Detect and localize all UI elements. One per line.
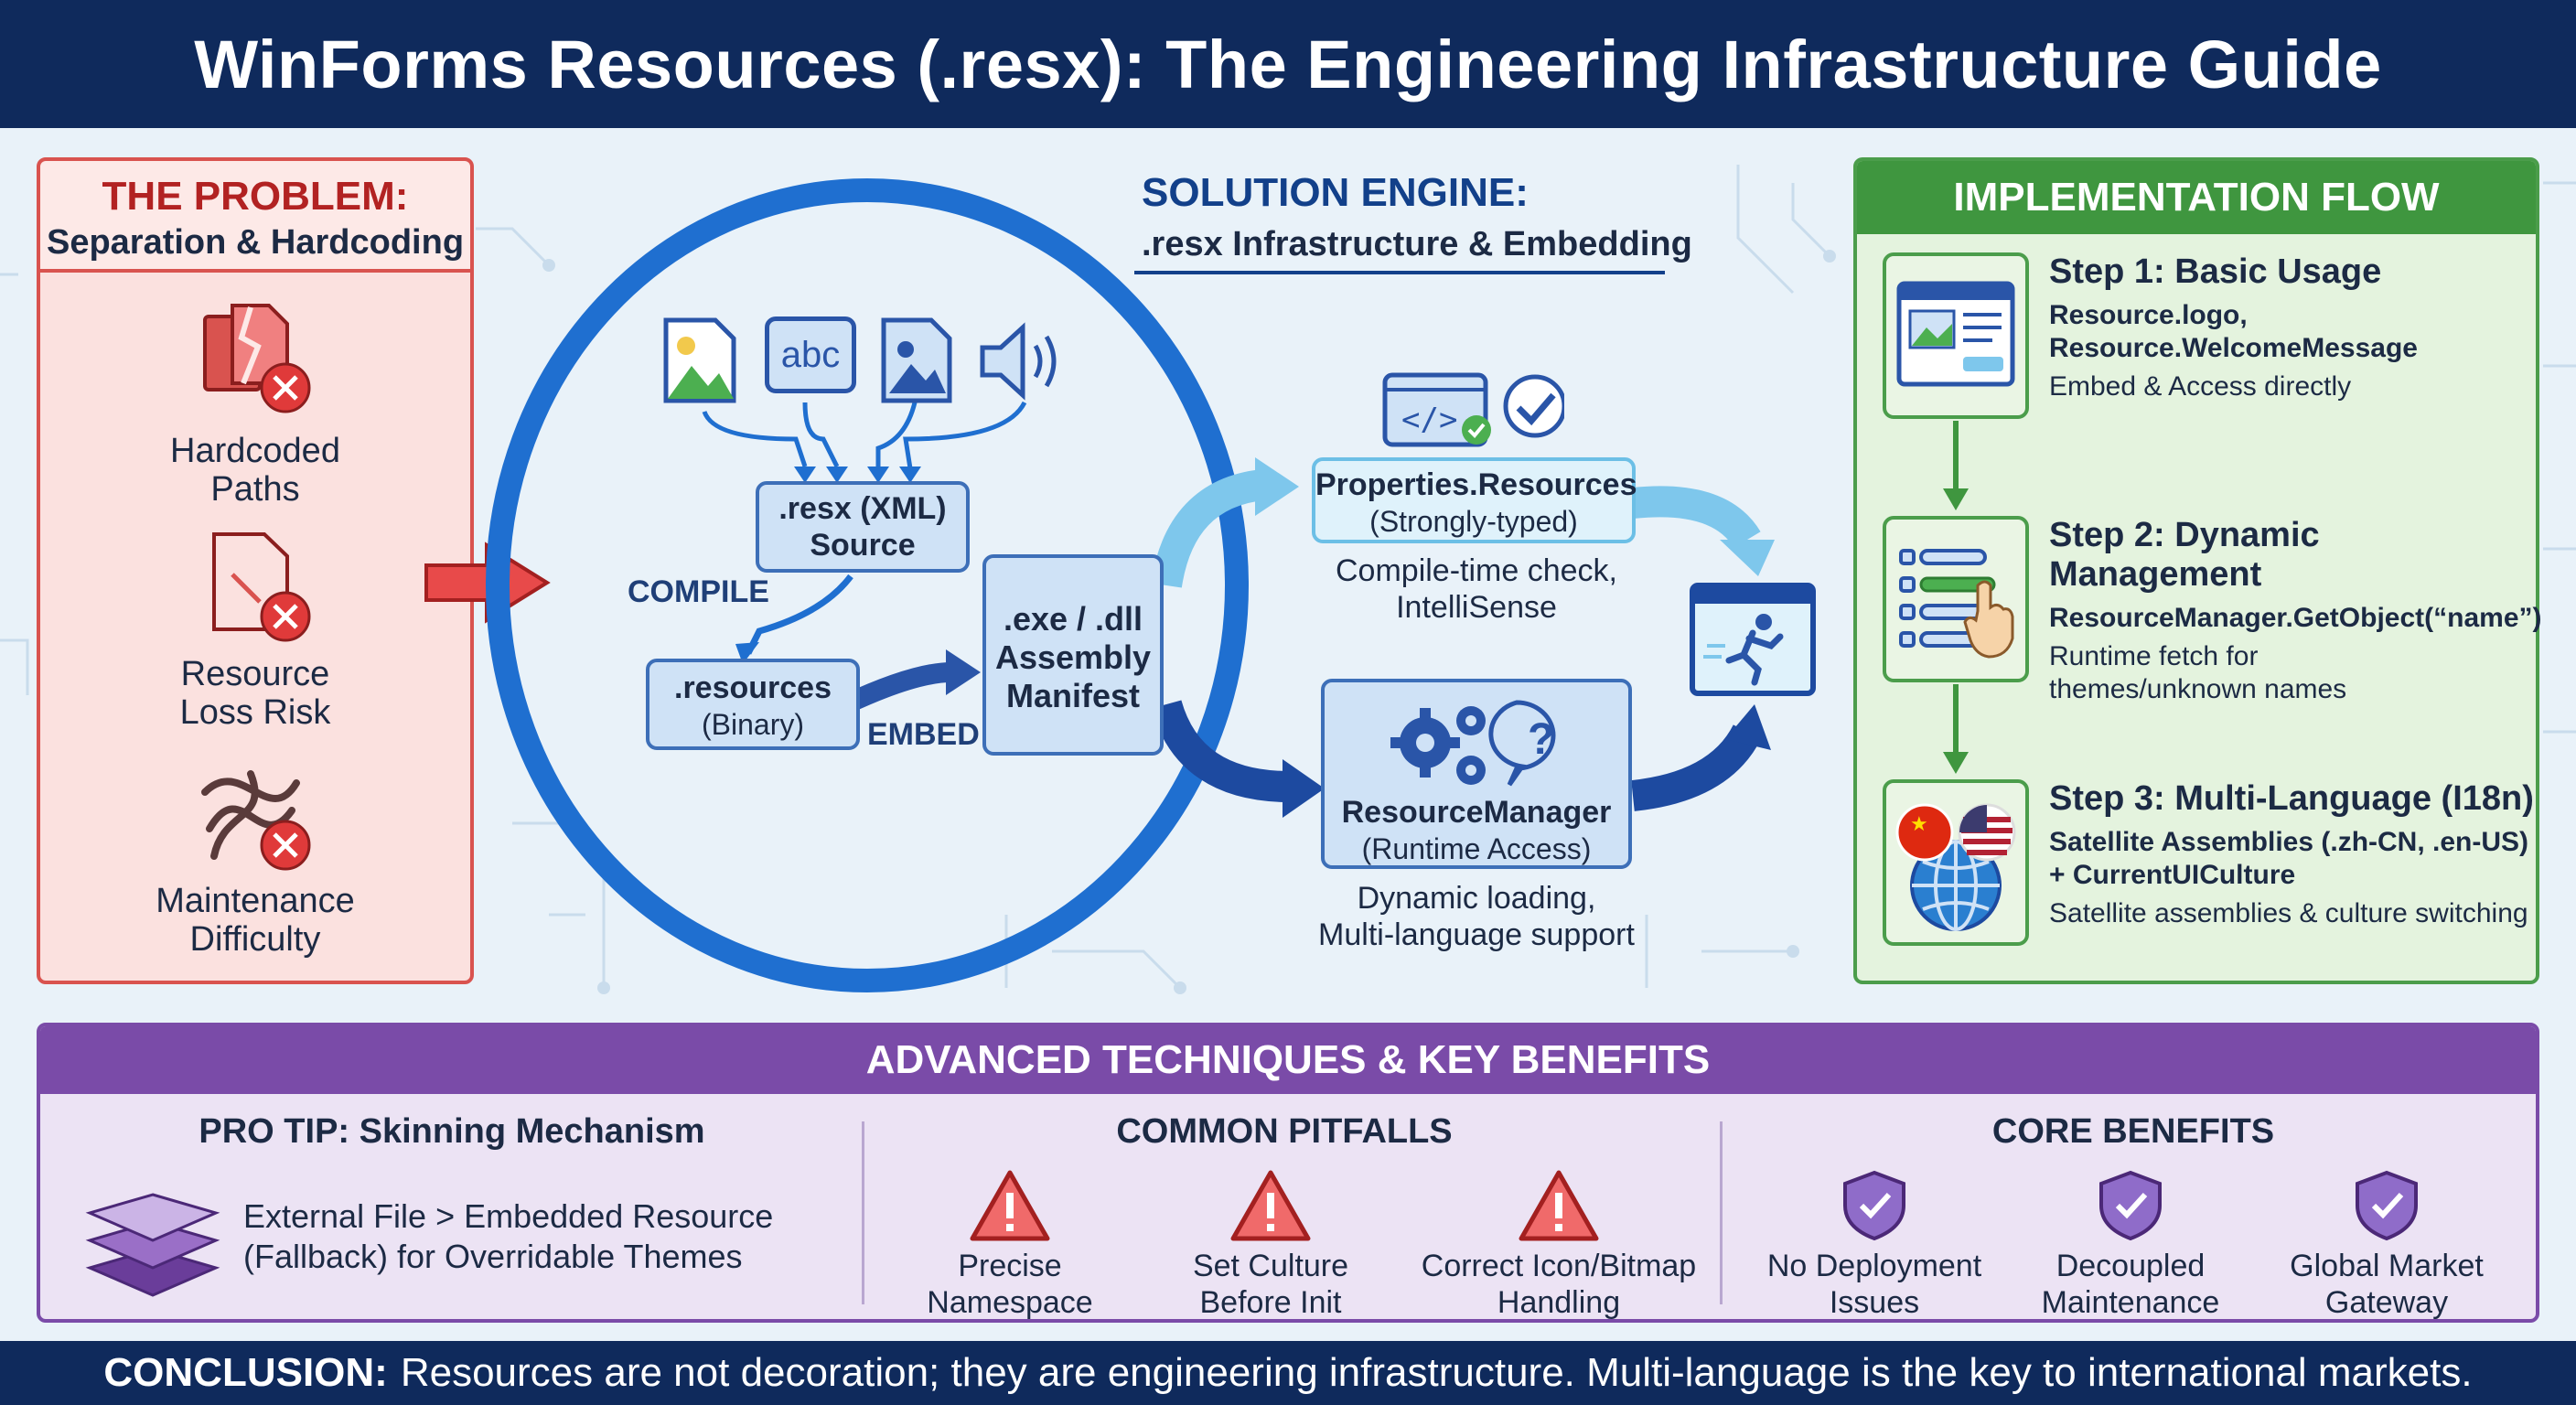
pro-tip-title: PRO TIP: Skinning Mechanism xyxy=(199,1112,705,1151)
svg-text:★: ★ xyxy=(1910,813,1928,836)
embed-label: EMBED xyxy=(867,717,980,752)
image-icon xyxy=(663,317,736,403)
step1-code: Resource.logo,Resource.WelcomeMessage xyxy=(2049,300,2418,363)
abc-text: abc xyxy=(780,334,841,375)
picture-icon xyxy=(881,317,952,403)
warning-icon xyxy=(1519,1170,1599,1241)
implementation-panel: IMPLEMENTATION FLOW Step 1: Basic Usage … xyxy=(1853,157,2542,984)
advanced-panel: ADVANCED TECHNIQUES & KEY BENEFITS PRO T… xyxy=(37,1023,2539,1323)
resx-source-box: .resx (XML)Source xyxy=(756,481,970,573)
page-title: WinForms Resources (.resx): The Engineer… xyxy=(0,0,2576,128)
step3-text: Step 3: Multi-Language (I18n) Satellite … xyxy=(2049,779,2534,930)
resource-manager-box: ? ResourceManager(Runtime Access) xyxy=(1321,679,1632,869)
step3-heading: Step 3: Multi-Language (I18n) xyxy=(2049,779,2534,818)
solution-subtitle: .resx Infrastructure & Embedding xyxy=(1142,225,1692,263)
step2-icon xyxy=(1883,516,2029,682)
step1-text: Step 1: Basic Usage Resource.logo,Resour… xyxy=(2049,252,2534,403)
conclusion-label: CONCLUSION: xyxy=(103,1350,388,1395)
step1-heading: Step 1: Basic Usage xyxy=(2049,252,2382,291)
globe-flags-icon: ★ xyxy=(1895,803,2016,931)
step1-icon xyxy=(1883,252,2029,419)
warning-icon xyxy=(970,1170,1050,1241)
text-abc-icon: abc xyxy=(765,316,856,393)
shield-check-icon xyxy=(2099,1170,2162,1241)
advanced-title: ADVANCED TECHNIQUES & KEY BENEFITS xyxy=(40,1026,2536,1094)
problem-panel: THE PROBLEM: Separation & Hardcoding Har… xyxy=(37,157,474,984)
list-pointer-icon xyxy=(1899,549,2014,659)
implementation-title: IMPLEMENTATION FLOW xyxy=(1857,161,2536,234)
manager-caption: Dynamic loading,Multi-language support xyxy=(1318,881,1635,952)
step3-icon: ★ xyxy=(1883,779,2029,946)
layers-icon xyxy=(85,1193,220,1297)
solution-underline xyxy=(1134,271,1665,274)
app-window-icon xyxy=(1896,281,2015,387)
solution-title: SOLUTION ENGINE: xyxy=(1142,170,1529,215)
broken-file-icon xyxy=(203,304,311,413)
conclusion-text: Resources are not decoration; they are e… xyxy=(400,1350,2473,1395)
step3-code: Satellite Assemblies (.zh-CN, .en-US)+ C… xyxy=(2049,827,2529,890)
svg-text:</>: </> xyxy=(1401,402,1457,438)
problem-header: THE PROBLEM: Separation & Hardcoding xyxy=(40,161,470,273)
warning-icon xyxy=(1230,1170,1311,1241)
conclusion-bar: CONCLUSION: Resources are not decoration… xyxy=(0,1341,2576,1405)
properties-caption: Compile-time check,IntelliSense xyxy=(1336,553,1617,625)
running-app-icon xyxy=(1690,583,1816,696)
damaged-file-icon xyxy=(212,532,311,642)
step2-text: Step 2: Dynamic Management ResourceManag… xyxy=(2049,516,2542,706)
svg-text:?: ? xyxy=(1528,715,1554,764)
pitfalls-title: COMMON PITFALLS xyxy=(1116,1112,1453,1151)
benefits-title: CORE BENEFITS xyxy=(1991,1112,2275,1151)
problem-title: THE PROBLEM: xyxy=(102,174,409,219)
resources-binary-box: .resources(Binary) xyxy=(646,659,860,750)
step1-desc: Embed & Access directly xyxy=(2049,371,2352,402)
pro-tip-text: External File > Embedded Resource(Fallba… xyxy=(243,1197,774,1275)
step2-code: ResourceManager.GetObject(“name”) xyxy=(2049,603,2542,633)
tangled-wires-icon xyxy=(201,770,311,871)
shield-check-icon xyxy=(2356,1170,2418,1241)
divider-2 xyxy=(1720,1121,1723,1304)
shield-check-icon xyxy=(1843,1170,1905,1241)
divider-1 xyxy=(862,1121,864,1304)
properties-resources-box: Properties.Resources(Strongly-typed) xyxy=(1312,457,1637,543)
solution-title-block: SOLUTION ENGINE: .resx Infrastructure & … xyxy=(1142,170,1692,264)
gears-question-icon: ? xyxy=(1390,700,1556,787)
audio-icon xyxy=(980,322,1057,401)
code-check-icon: </> xyxy=(1382,372,1564,447)
step3-desc: Satellite assemblies & culture switching xyxy=(2049,898,2528,928)
step2-to-step3-arrow xyxy=(1943,684,1969,774)
step2-heading: Step 2: Dynamic Management xyxy=(2049,516,2320,594)
step1-to-step2-arrow xyxy=(1943,421,1969,510)
compile-label: COMPILE xyxy=(628,574,769,609)
problem-subtitle: Separation & Hardcoding xyxy=(46,223,465,262)
